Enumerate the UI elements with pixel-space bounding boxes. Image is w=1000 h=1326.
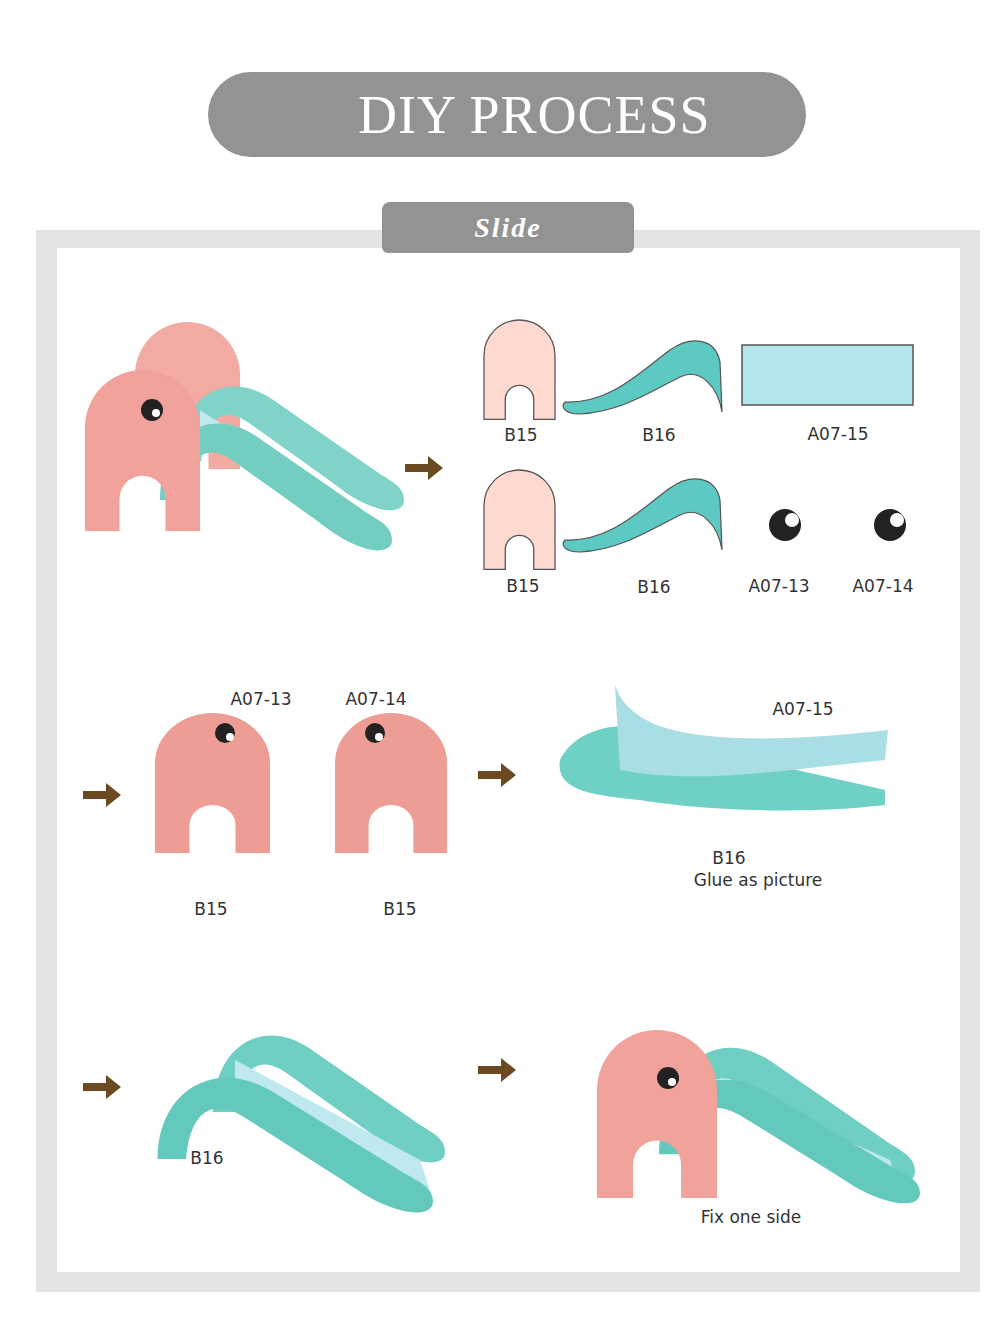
- part-label: A07-15: [770, 699, 835, 719]
- part-label: A07-13: [228, 689, 293, 709]
- part-label: B16: [188, 1148, 225, 1168]
- section-tab: Slide: [382, 202, 634, 253]
- part-label: A07-15: [805, 424, 870, 444]
- part-label: B15: [381, 899, 418, 919]
- part-label: B16: [710, 848, 747, 868]
- part-label: B16: [635, 577, 672, 597]
- part-label: Fix one side: [699, 1207, 804, 1227]
- part-label: A07-14: [343, 689, 408, 709]
- section-title: Slide: [474, 212, 542, 244]
- title-banner: DIY PROCESS: [208, 72, 806, 157]
- part-label: B15: [502, 425, 539, 445]
- part-label: Glue as picture: [692, 870, 825, 890]
- part-label: B15: [192, 899, 229, 919]
- part-label: B15: [504, 576, 541, 596]
- title-text: DIY PROCESS: [358, 84, 711, 146]
- part-label: A07-13: [746, 576, 811, 596]
- part-label: A07-14: [850, 576, 915, 596]
- part-label: B16: [640, 425, 677, 445]
